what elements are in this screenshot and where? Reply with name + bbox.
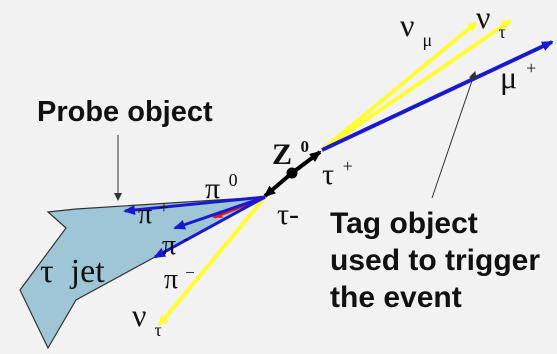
nu-mu-track: [320, 21, 478, 152]
tag-object-line3: the event: [330, 281, 462, 314]
z0-vertex: [286, 167, 298, 179]
probe-object-label: Probe object: [37, 96, 213, 128]
z0-base: Z: [272, 138, 292, 171]
pi-minus-track-2: [153, 195, 266, 259]
pi-plus-label: π +: [138, 198, 169, 230]
tag-pointer: [431, 71, 477, 199]
nu-tau-track-tag: [320, 19, 512, 152]
tau-jet-cone: [19, 196, 266, 350]
tau-plus-base: τ: [322, 158, 334, 191]
tau-minus-track: [263, 171, 294, 198]
tag-object-label: Tag object used to trigger the event: [330, 207, 548, 314]
tau-plus-label: τ +: [322, 156, 353, 191]
tau-jet-label: τ jet: [40, 253, 105, 290]
pi-minus-label-1: π -: [162, 229, 189, 261]
tau-plus-track: [290, 150, 322, 175]
pi-minus-label-2: π −: [164, 263, 195, 295]
z0-label: Z 0: [272, 137, 309, 171]
nu-tau1-base: ν: [476, 0, 490, 35]
tau-plus-sup: +: [343, 156, 353, 176]
nu-mu-base: ν: [400, 7, 414, 43]
tag-object-line2: used to trigger: [330, 244, 540, 277]
nu-mu-label: ν μ: [400, 7, 432, 50]
pi-minus2-sup: −: [185, 263, 195, 282]
nu-tau2-sub: τ: [154, 320, 161, 340]
pi-plus-sup: +: [159, 198, 169, 217]
tau-minus-label: τ-: [277, 198, 299, 231]
pi-minus1-sup: -: [183, 229, 189, 248]
pi0-base: π: [205, 172, 220, 205]
pi-minus2-base: π: [164, 264, 178, 295]
tag-object-line1: Tag object: [330, 207, 478, 240]
nu-tau1-sub: τ: [498, 22, 505, 42]
pi-minus1-base: π: [162, 230, 176, 261]
nu-tau-probe-label: ν τ: [132, 297, 162, 340]
mu-plus-label: μ +: [500, 58, 536, 95]
mu-plus-sup: +: [526, 58, 536, 78]
z0-sup: 0: [301, 137, 310, 156]
pi-plus-base: π: [138, 199, 152, 230]
nu-tau2-base: ν: [132, 297, 146, 333]
nu-tau-tag-label: ν τ: [476, 0, 506, 42]
pi-minus-track-1: [173, 195, 266, 230]
pi0-label: π 0: [205, 170, 238, 205]
nu-tau-track-probe: [158, 195, 267, 326]
muon-track: [321, 40, 554, 152]
pi-plus-track: [123, 195, 266, 215]
mu-plus-base: μ: [500, 59, 517, 95]
nu-mu-sub: μ: [422, 30, 432, 50]
pi0-sup: 0: [229, 170, 238, 190]
